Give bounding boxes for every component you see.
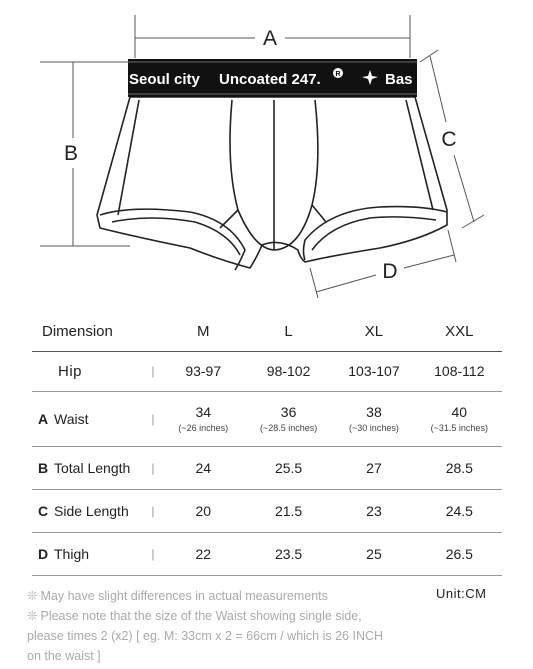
note-2: ❊Please note that the size of the Waist … (27, 606, 387, 666)
cell-l: 98-102 (266, 363, 311, 379)
left-leg-hem (99, 208, 246, 271)
separator: | (151, 364, 155, 378)
dim-c-top-tick (419, 49, 439, 63)
cell-l-inches: (~28.5 inches) (259, 423, 318, 433)
band-text-1: Seoul city (129, 71, 201, 88)
cell-xl: 38 (366, 404, 382, 420)
row-code: C (38, 502, 49, 519)
right-leg-hem-inner (311, 216, 437, 251)
table-header-row: Dimension M L XL XXL (32, 313, 502, 352)
dim-c-line-top (429, 55, 447, 123)
size-table: Dimension M L XL XXL Hip | 93-97 98-102 … (32, 313, 502, 576)
cell-l: 23.5 (274, 545, 303, 562)
row-label: Thigh (54, 545, 90, 562)
unit-label: Unit:CM (436, 586, 487, 601)
left-leg-hem-inner (111, 217, 241, 256)
right-leg-hem (302, 205, 448, 261)
header-m: M (160, 313, 246, 352)
cell-l: 25.5 (274, 459, 303, 476)
cell-xxl: 24.5 (445, 502, 473, 519)
cell-l: 21.5 (274, 502, 303, 519)
table-row-hip: Hip | 93-97 98-102 103-107 108-112 (32, 351, 502, 391)
row-code: D (38, 545, 49, 562)
table-row-waist: A Waist | 34 (~26 inches) 36 (~28.5 inches)… (32, 391, 502, 446)
separator: | (151, 546, 155, 561)
cell-xl: 27 (366, 459, 382, 476)
table-row-total-length: B Total Length | 24 25.5 27 28.5 (32, 446, 502, 489)
header-dimension: Dimension (32, 313, 161, 352)
right-gusset (311, 204, 327, 223)
cell-xl: 25 (366, 545, 382, 562)
left-side-seam (117, 99, 140, 216)
cell-xl: 103-107 (348, 363, 400, 379)
cell-m: 34 (195, 404, 212, 420)
separator: | (151, 503, 155, 518)
note-1-text: May have slight differences in actual me… (40, 589, 328, 603)
registered-mark (333, 68, 343, 78)
band-text-3: Bas (385, 71, 413, 88)
registered-mark-letter: R (335, 71, 340, 78)
dim-d-line-right (403, 254, 455, 269)
cell-xl-inches: (~30 inches) (349, 423, 399, 433)
header-xl: XL (331, 313, 417, 352)
label-a: A (263, 27, 277, 50)
cell-xxl: 40 (451, 404, 468, 420)
cell-xxl: 108-112 (434, 363, 485, 379)
garment-diagram: Seoul city Uncoated 247. R Bas A B C D (40, 15, 485, 299)
table-row-thigh: D Thigh | 22 23.5 25 26.5 (32, 532, 502, 575)
dim-d-left-tick (309, 267, 319, 299)
header-xxl: XXL (416, 313, 502, 352)
separator: | (151, 460, 155, 475)
row-label: Hip (58, 362, 83, 380)
right-side-seam (405, 99, 434, 211)
row-label: Waist (54, 410, 89, 427)
cell-m: 24 (195, 459, 212, 476)
cell-m: 22 (195, 545, 212, 562)
row-code: B (38, 459, 49, 476)
dim-d-right-tick (447, 229, 457, 263)
left-gusset (219, 209, 239, 229)
dim-c-line-bottom (453, 154, 475, 223)
cell-xxl-inches: (~31.5 inches) (430, 423, 488, 433)
label-b: B (64, 142, 78, 165)
row-code: A (38, 410, 49, 427)
band-text-2: Uncoated 247. (219, 71, 321, 88)
notes: ❊May have slight differences in actual m… (27, 586, 387, 666)
note-2-text: Please note that the size of the Waist s… (27, 609, 384, 663)
cell-l: 36 (280, 404, 297, 420)
note-1: ❊May have slight differences in actual m… (27, 586, 387, 606)
pouch (229, 99, 319, 251)
cell-m-inches: (~26 inches) (178, 423, 229, 433)
header-l: L (245, 313, 332, 352)
snowflake-icon: ❊ (27, 589, 38, 603)
cell-xxl: 26.5 (445, 545, 473, 562)
label-d: D (382, 260, 397, 283)
row-label: Side Length (54, 502, 129, 519)
row-label: Total Length (54, 459, 131, 476)
dim-d-line-left (315, 274, 377, 293)
cell-m: 20 (195, 502, 212, 519)
dim-c-bottom-tick (461, 214, 485, 229)
snowflake-icon: ❊ (27, 609, 38, 623)
sparkle-icon (362, 70, 378, 85)
cell-xxl: 28.5 (445, 459, 473, 476)
label-c: C (441, 128, 456, 151)
garment-body (96, 96, 448, 269)
cell-m: 93-97 (185, 363, 222, 379)
cell-xl: 23 (366, 502, 382, 519)
table-row-side-length: C Side Length | 20 21.5 23 24.5 (32, 489, 502, 532)
separator: | (151, 411, 155, 426)
